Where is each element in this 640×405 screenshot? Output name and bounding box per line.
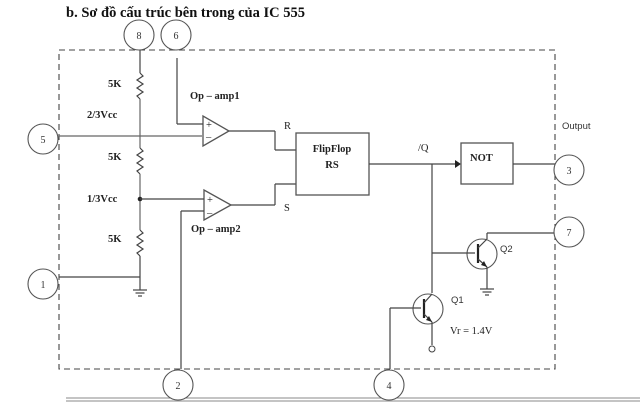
- op-amp-2: [140, 183, 296, 369]
- op-amp-2-minus: –: [206, 208, 213, 219]
- resistor-middle: [135, 147, 145, 175]
- resistor-bottom: [135, 229, 145, 257]
- svg-text:3: 3: [567, 166, 572, 177]
- ground-icon: [133, 289, 147, 297]
- svg-text:6: 6: [174, 31, 179, 42]
- label-2-3vcc: 2/3Vcc: [87, 110, 118, 121]
- transistor-q1: [389, 293, 444, 369]
- pin-6: 6: [160, 19, 192, 51]
- op-amp-1: [176, 58, 296, 151]
- label-r-top: 5K: [108, 79, 122, 90]
- q1-label: Q1: [451, 295, 464, 306]
- op-amp-2-label: Op – amp2: [191, 224, 241, 235]
- op-amp-1-minus: –: [205, 132, 212, 143]
- ic-boundary: [58, 49, 556, 370]
- q-bar-label: /Q: [418, 143, 429, 154]
- flipflop-label-rs: RS: [325, 160, 339, 171]
- transistor-q2: [432, 232, 555, 289]
- q2-label: Q2: [500, 244, 513, 255]
- flipflop-label: FlipFlop: [313, 144, 352, 155]
- diagram-title: b. Sơ đồ cấu trúc bên trong của IC 555: [66, 5, 305, 21]
- svg-text:2: 2: [176, 381, 181, 392]
- svg-text:4: 4: [387, 381, 392, 392]
- input-s-label: S: [284, 203, 290, 214]
- arrow-icon: [455, 160, 461, 168]
- output-label: Output: [562, 121, 591, 132]
- svg-text:1: 1: [41, 280, 46, 291]
- op-amp-1-plus: +: [206, 120, 212, 131]
- pin-8: 8: [123, 19, 155, 51]
- voltage-divider: [133, 50, 147, 297]
- svg-text:7: 7: [567, 228, 572, 239]
- pin-4: 4: [373, 369, 405, 401]
- label-1-3vcc: 1/3Vcc: [87, 194, 118, 205]
- label-r-mid: 5K: [108, 152, 122, 163]
- pin-3: 3: [553, 154, 585, 186]
- not-gate-label: NOT: [470, 153, 493, 164]
- svg-text:5: 5: [41, 135, 46, 146]
- resistor-top: [135, 72, 145, 100]
- op-amp-1-label: Op – amp1: [190, 91, 240, 102]
- op-amp-2-plus: +: [207, 195, 213, 206]
- pin-1: 1: [27, 268, 59, 300]
- label-r-bot: 5K: [108, 234, 122, 245]
- pin-2: 2: [162, 369, 194, 401]
- svg-text:8: 8: [137, 31, 142, 42]
- pin-7: 7: [553, 216, 585, 248]
- input-r-label: R: [284, 121, 291, 132]
- ground-icon: [480, 288, 494, 296]
- pin-5: 5: [27, 123, 59, 155]
- vr-label: Vr = 1.4V: [450, 326, 493, 337]
